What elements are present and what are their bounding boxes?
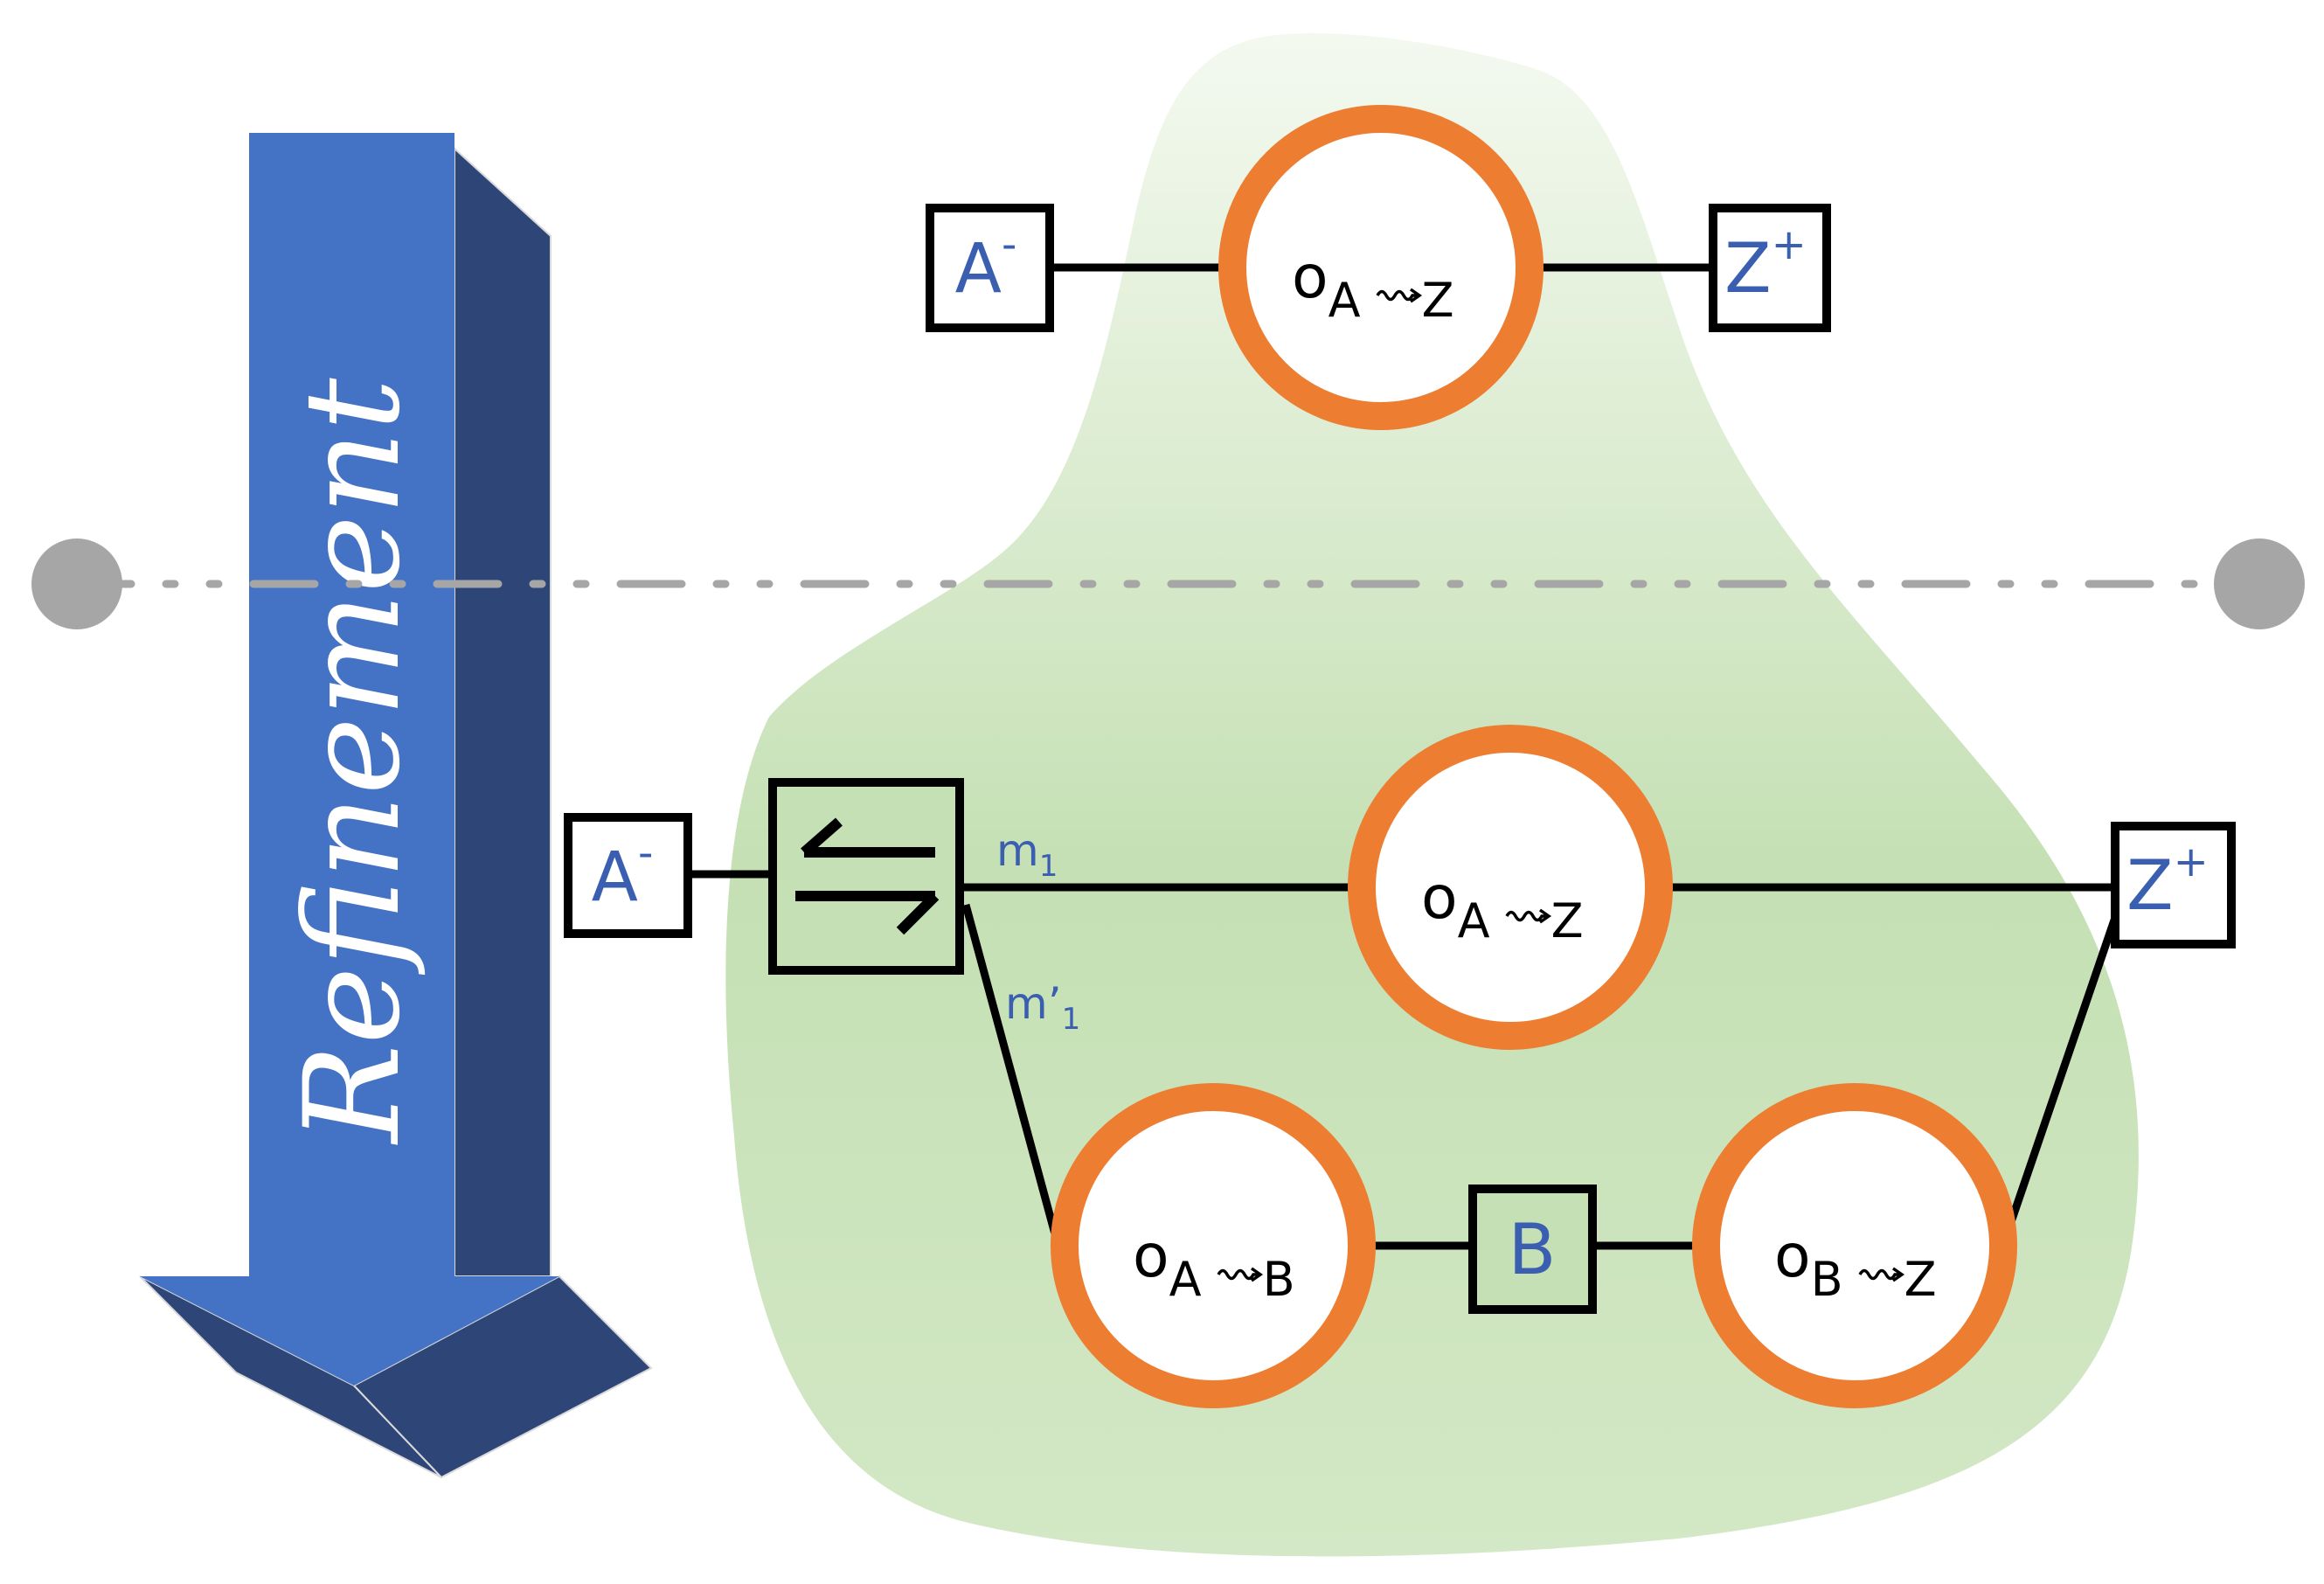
svg-text:oAZ: oA Z (1421, 864, 1584, 948)
top-source-sup: - (1002, 220, 1016, 269)
wavy-arrow-icon (1217, 1267, 1264, 1282)
bottom-sink-sup: + (2174, 837, 2209, 886)
bottom-sink-node: Z+ (2111, 822, 2236, 948)
operator-bz-node: oB Z (1692, 1083, 2017, 1408)
top-sink-base: Z (1724, 230, 1771, 309)
svg-text:A-: A- (955, 220, 1017, 309)
exchange-arrows-icon (795, 817, 940, 935)
svg-text:m’1: m’1 (1005, 978, 1080, 1037)
op-ab-to: B (1263, 1252, 1295, 1307)
bottom-operator-az-node: oA Z (1348, 725, 1673, 1050)
m1p-label-sub: 1 (1062, 1002, 1081, 1037)
op-bz-to: Z (1904, 1252, 1937, 1307)
top-op-to: Z (1422, 273, 1454, 328)
bottom-edge-m1p (961, 903, 1064, 1252)
svg-text:m1: m1 (996, 825, 1058, 884)
top-operator-node: oA Z (1218, 105, 1544, 430)
m1p-label-base: m’ (1005, 978, 1062, 1029)
arrow-side-face (454, 146, 552, 1277)
svg-text:oAZ: oA Z (1292, 243, 1454, 328)
wavy-arrow-icon (1376, 288, 1423, 303)
svg-text:oAB: oA B (1133, 1222, 1295, 1307)
arrow-front-face (140, 133, 559, 1386)
top-op-from: A (1328, 273, 1361, 328)
svg-text:oBZ: oB Z (1774, 1222, 1937, 1307)
bottom-source-base: A (592, 838, 638, 917)
wavy-arrow-icon (1858, 1267, 1905, 1282)
bottom-edge-z-obz (1997, 903, 2124, 1252)
op-ab-main: o (1133, 1222, 1169, 1291)
m1-label-sub: 1 (1039, 849, 1058, 884)
bottom-op-az-from: A (1458, 893, 1490, 948)
top-sink-node: Z+ (1709, 204, 1831, 332)
operator-ab-node: oA B (1051, 1083, 1376, 1408)
separator-left-dot (31, 538, 122, 629)
svg-text:A-: A- (592, 829, 654, 917)
svg-text:Z+: Z+ (1724, 220, 1807, 309)
switch-node (768, 778, 964, 975)
wavy-arrow-icon (1505, 908, 1552, 924)
top-source-base: A (955, 230, 1002, 309)
op-ab-from: A (1169, 1252, 1202, 1307)
bottom-source-node: A- (564, 813, 692, 938)
op-bz-from: B (1811, 1252, 1843, 1307)
m1-label-base: m (996, 825, 1039, 876)
separator-right-dot (2214, 538, 2305, 629)
top-source-node: A- (926, 204, 1054, 332)
top-sink-sup: + (1772, 220, 1807, 269)
intermediate-b-node: B (1468, 1185, 1597, 1314)
intermediate-b-label: B (1509, 1209, 1557, 1290)
bottom-source-sup: - (638, 829, 653, 878)
bottom-op-az-main: o (1421, 864, 1458, 933)
bottom-sink-base: Z (2126, 847, 2173, 926)
refinement-label: Refinement (277, 378, 429, 1146)
svg-text:Z+: Z+ (2126, 837, 2209, 926)
bottom-op-az-to: Z (1551, 893, 1584, 948)
op-bz-main: o (1774, 1222, 1811, 1291)
top-op-main: o (1292, 243, 1328, 312)
